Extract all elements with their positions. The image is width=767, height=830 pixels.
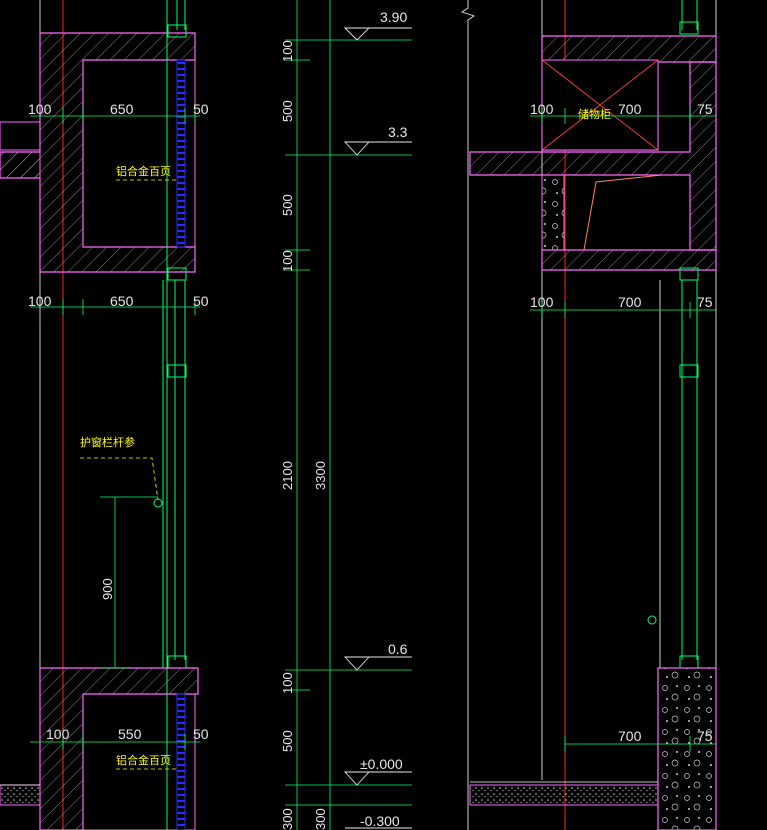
- window-head: [167, 267, 187, 281]
- vdim-3300: 3300: [313, 461, 328, 490]
- dim-left-r2-b: 650: [110, 293, 134, 309]
- dim-900: 900: [100, 578, 115, 600]
- dim-right-r1-b: 700: [618, 101, 642, 117]
- right-ground: [469, 784, 659, 806]
- right-column: [541, 174, 565, 251]
- dim-right-r3-b: 75: [697, 728, 713, 744]
- left-dim-lines: [30, 108, 200, 750]
- dim-left-r1-a: 100: [28, 101, 52, 117]
- dim-left-r3-c: 50: [193, 726, 209, 742]
- note-storage: 储物柜: [578, 107, 611, 121]
- bottom-concrete-frame: [39, 667, 199, 830]
- dim-900-lines: [100, 496, 158, 669]
- note-guard-rail: 护窗栏杆参: [80, 435, 135, 449]
- level-lines: [285, 39, 412, 806]
- dim-left-r3-b: 550: [118, 726, 142, 742]
- center-dimensions: 3.90 3.3 0.6 ±0.000 -0.300 100 500 500 1…: [280, 0, 412, 830]
- dim-left-r1-b: 650: [110, 101, 134, 117]
- left-section: 100 650 50 100 650 50 100 550 50 铝合金百页 护…: [0, 0, 209, 830]
- note-alu-louver-top: 铝合金百页: [116, 164, 171, 178]
- dim-right-r2-a: 100: [530, 294, 554, 310]
- elevation-markers: [343, 27, 412, 829]
- dim-right-r3-a: 700: [618, 728, 642, 744]
- rwindow-transom: [679, 364, 699, 378]
- vdim-300-a: 300: [280, 808, 295, 830]
- dim-left-r2-a: 100: [28, 293, 52, 309]
- vdim-300-b: 300: [313, 808, 328, 830]
- vdim-500-c: 500: [280, 730, 295, 752]
- right-section: 100 700 75 100 700 75 700 75 储物柜: [469, 0, 717, 830]
- top-opening: [82, 59, 196, 248]
- storage-cross-2: [541, 59, 659, 151]
- rail-anchor-icon: [153, 498, 163, 508]
- right-dim-lines: [530, 108, 716, 752]
- left-slab-edge: [0, 121, 41, 151]
- level-m03: -0.300: [360, 813, 400, 829]
- rwindow-anchor-icon: [647, 615, 657, 625]
- cabinet-door: [583, 174, 663, 251]
- dim-right-r2-b: 700: [618, 294, 642, 310]
- top-louver: [176, 59, 186, 248]
- left-floor-slab: [0, 151, 41, 179]
- dim-left-r2-c: 50: [193, 293, 209, 309]
- dim-left-r1-c: 50: [193, 101, 209, 117]
- vdim-100-a: 100: [280, 40, 295, 62]
- level-33: 3.3: [388, 124, 408, 140]
- break-line: [460, 0, 476, 830]
- vdim-500-b: 500: [280, 194, 295, 216]
- vdim-500-a: 500: [280, 100, 295, 122]
- right-concrete-pier: [657, 667, 717, 830]
- note-alu-louver-bottom: 铝合金百页: [116, 753, 171, 767]
- bottom-louver: [176, 693, 186, 830]
- bottom-opening: [82, 693, 196, 830]
- note-leader-2: [80, 457, 159, 501]
- window-sill-top: [167, 24, 187, 38]
- dim-right-r2-c: 75: [697, 294, 713, 310]
- left-ground: [0, 784, 41, 806]
- level-06: 0.6: [388, 641, 408, 657]
- level-390: 3.90: [380, 9, 407, 25]
- level-000: ±0.000: [360, 756, 403, 772]
- dim-left-r3-a: 100: [46, 726, 70, 742]
- window-sill-bottom: [167, 655, 187, 669]
- rwindow-sill: [679, 21, 699, 35]
- vdim-100-c: 100: [280, 672, 295, 694]
- dim-right-r1-a: 100: [530, 101, 554, 117]
- rwindow-sill-bottom: [679, 655, 699, 669]
- dim-right-r1-c: 75: [697, 101, 713, 117]
- vdim-100-b: 100: [280, 250, 295, 272]
- window-transom: [167, 364, 187, 378]
- vdim-2100: 2100: [280, 461, 295, 490]
- right-beam: [541, 249, 717, 271]
- rwindow-head: [679, 267, 699, 281]
